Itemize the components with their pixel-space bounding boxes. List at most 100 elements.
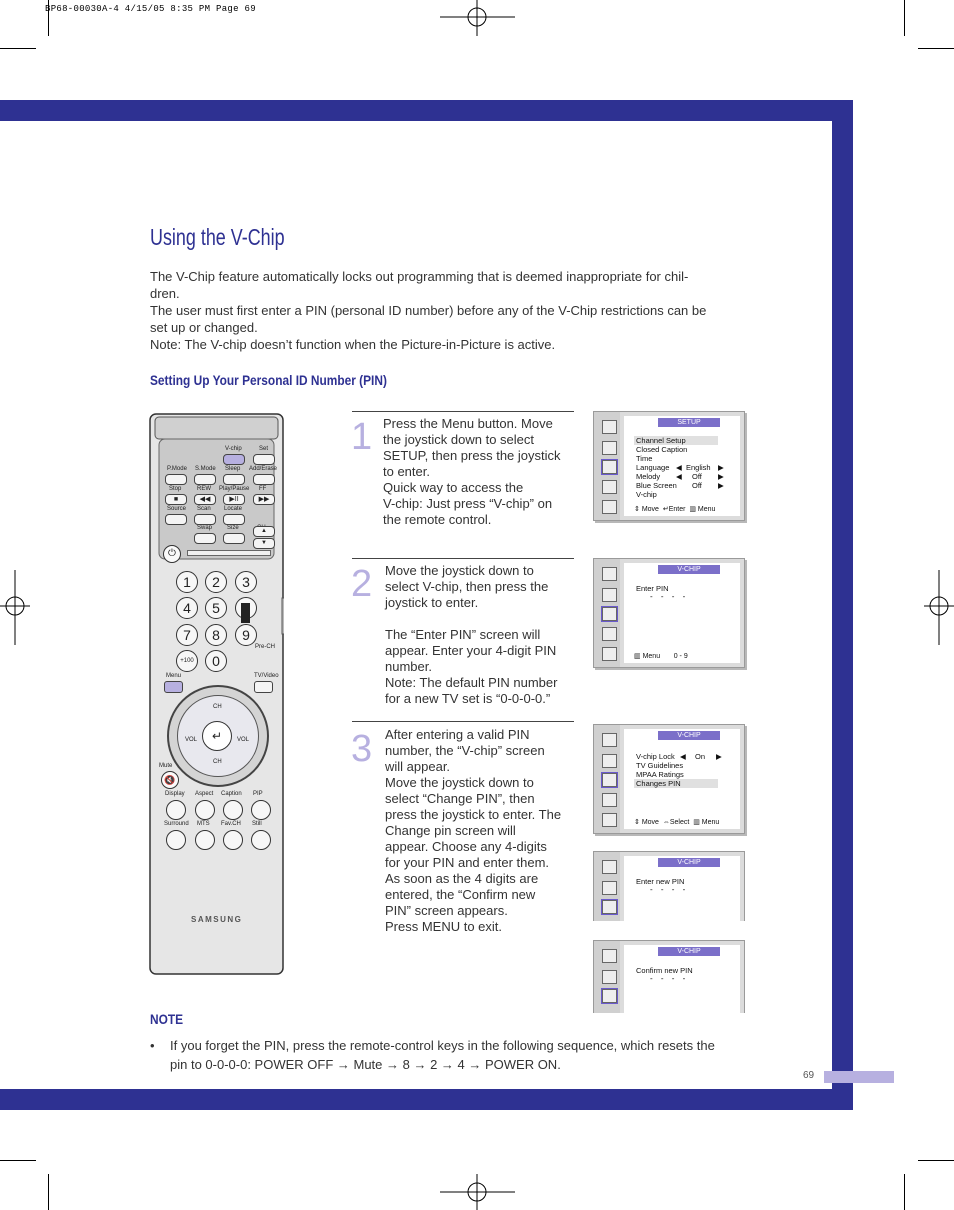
digit-8-button[interactable]: 8 <box>205 624 227 646</box>
smode-button[interactable] <box>194 474 216 485</box>
menu-icon-bar <box>594 412 620 520</box>
footer-move: Move <box>641 506 659 513</box>
caption-button[interactable] <box>223 800 243 820</box>
locate-button[interactable] <box>223 514 245 525</box>
menu-item[interactable]: TV Guidelines <box>636 761 684 770</box>
step-line-text <box>385 611 557 627</box>
left-arrow-icon: ◀ <box>676 472 682 481</box>
digit-1-button[interactable]: 1 <box>176 571 198 593</box>
pin-label: Enter new PIN <box>636 877 685 886</box>
menu-header: V-CHIP <box>658 731 720 740</box>
add-erase-label: Add/Erase <box>249 466 278 472</box>
step-line-text: Quick way to access the <box>383 480 524 495</box>
vchip-lock-value: On <box>695 752 706 761</box>
right-band <box>832 100 853 1110</box>
tv-video-button[interactable] <box>254 681 273 693</box>
source-button[interactable] <box>165 514 187 525</box>
set-button[interactable] <box>253 454 275 465</box>
mts-button[interactable] <box>195 830 215 850</box>
digit-3-button[interactable]: 3 <box>235 571 257 593</box>
power-button[interactable]: ⏻ <box>163 545 181 563</box>
vol-up-label: VOL <box>237 737 250 743</box>
menu-item[interactable]: MPAA Ratings <box>636 770 684 779</box>
display-button[interactable] <box>166 800 186 820</box>
brand-logo: SAMSUNG <box>191 915 243 924</box>
sound-icon <box>602 881 617 895</box>
source-label: Source <box>167 506 187 512</box>
joystick-enter-button[interactable]: ↵ <box>202 721 232 751</box>
sleep-button[interactable] <box>223 474 245 485</box>
remote-slot <box>187 550 271 556</box>
menu-header: V-CHIP <box>658 947 720 956</box>
menu-footer: ⇕ Move ↵Enter ▥ Menu <box>634 505 715 513</box>
step-line-text: number, the “V-chip” screen <box>385 743 545 758</box>
ch-up-label: CH <box>213 704 222 710</box>
menu-item[interactable]: V-chip Lock <box>636 752 675 761</box>
pin-entry[interactable]: - - - - <box>650 592 689 601</box>
size-button[interactable] <box>223 533 245 544</box>
step-line-text: will appear. <box>385 759 451 774</box>
intro-line: Note: The V-chip doesn’t function when t… <box>150 337 556 352</box>
add-erase-button[interactable] <box>253 474 275 485</box>
scan-button[interactable] <box>194 514 216 525</box>
menu-button[interactable] <box>164 681 183 693</box>
menu-item[interactable]: Language <box>636 463 670 472</box>
footer-menu: Menu <box>642 653 661 660</box>
swap-button[interactable] <box>194 533 216 544</box>
sound-icon <box>602 970 617 984</box>
digit-9-button[interactable]: 9 <box>235 624 257 646</box>
surround-button[interactable] <box>166 830 186 850</box>
intro-line: The user must first enter a PIN (persona… <box>150 303 707 318</box>
fav-ch-label: Fav.CH <box>221 821 241 827</box>
digit-0-button[interactable]: 0 <box>205 650 227 672</box>
menu-highlight <box>634 779 718 788</box>
vchip-label: V-chip <box>225 446 242 452</box>
ff-button[interactable]: ▶▶ <box>253 494 275 505</box>
print-slug: BP68-00030A-4 4/15/05 8:35 PM Page 69 <box>45 4 256 14</box>
fav-ch-button[interactable] <box>223 830 243 850</box>
still-button[interactable] <box>251 830 271 850</box>
locate-label: Locate <box>224 506 243 512</box>
step-line-text: PIN” screen appears. <box>385 903 508 918</box>
menu-item[interactable]: V-chip <box>636 490 657 499</box>
menu-panel: V-CHIP Confirm new PIN - - - - <box>624 945 740 1013</box>
note-heading: NOTE <box>150 1011 184 1027</box>
section-heading: Setting Up Your Personal ID Number (PIN) <box>150 372 387 388</box>
menu-item[interactable]: Closed Caption <box>636 445 688 454</box>
step-line-text: select V-chip, then press the <box>385 579 549 594</box>
stop-button[interactable]: ■ <box>165 494 187 505</box>
digit-4-button[interactable]: 4 <box>176 597 198 619</box>
registration-mark-left <box>0 570 30 645</box>
plus-100-button[interactable]: +100 <box>176 650 198 672</box>
setup-icon <box>602 480 617 494</box>
step-line-text: number. <box>385 659 432 674</box>
menu-item[interactable]: Melody <box>636 472 661 481</box>
menu-item[interactable]: Time <box>636 454 653 463</box>
pin-entry[interactable]: - - - - <box>650 974 689 983</box>
mute-button[interactable]: 🔇 <box>161 771 179 789</box>
menu-item[interactable]: Blue Screen <box>636 481 677 490</box>
menu-item[interactable]: Changes PIN <box>636 779 681 788</box>
menu-icon-bar <box>594 559 620 667</box>
pmode-button[interactable] <box>165 474 187 485</box>
remote-side-badge <box>241 603 250 623</box>
pin-entry[interactable]: - - - - <box>650 885 689 894</box>
vchip-button[interactable] <box>223 454 245 465</box>
play-pause-button[interactable]: ▶II <box>223 494 245 505</box>
digit-2-button[interactable]: 2 <box>205 571 227 593</box>
ch-down-button[interactable]: ▼ <box>253 538 275 549</box>
menu-icon: ▥ <box>689 506 696 513</box>
aspect-button[interactable] <box>195 800 215 820</box>
menu-item[interactable]: Channel Setup <box>636 436 686 445</box>
digit-7-button[interactable]: 7 <box>176 624 198 646</box>
sleep-label: Sleep <box>225 466 241 472</box>
rew-button[interactable]: ◀◀ <box>194 494 216 505</box>
menu-panel: V-CHIP Enter PIN - - - - ▥ Menu 0 - 9 <box>624 563 740 663</box>
blue-screen-value: Off <box>692 481 702 490</box>
ch-up-button[interactable]: ▲ <box>253 526 275 537</box>
channel-icon <box>601 606 618 622</box>
note-bullet-item: • If you forget the PIN, press the remot… <box>150 1036 750 1074</box>
pip-button[interactable] <box>251 800 271 820</box>
digit-5-button[interactable]: 5 <box>205 597 227 619</box>
top-band <box>0 100 853 121</box>
